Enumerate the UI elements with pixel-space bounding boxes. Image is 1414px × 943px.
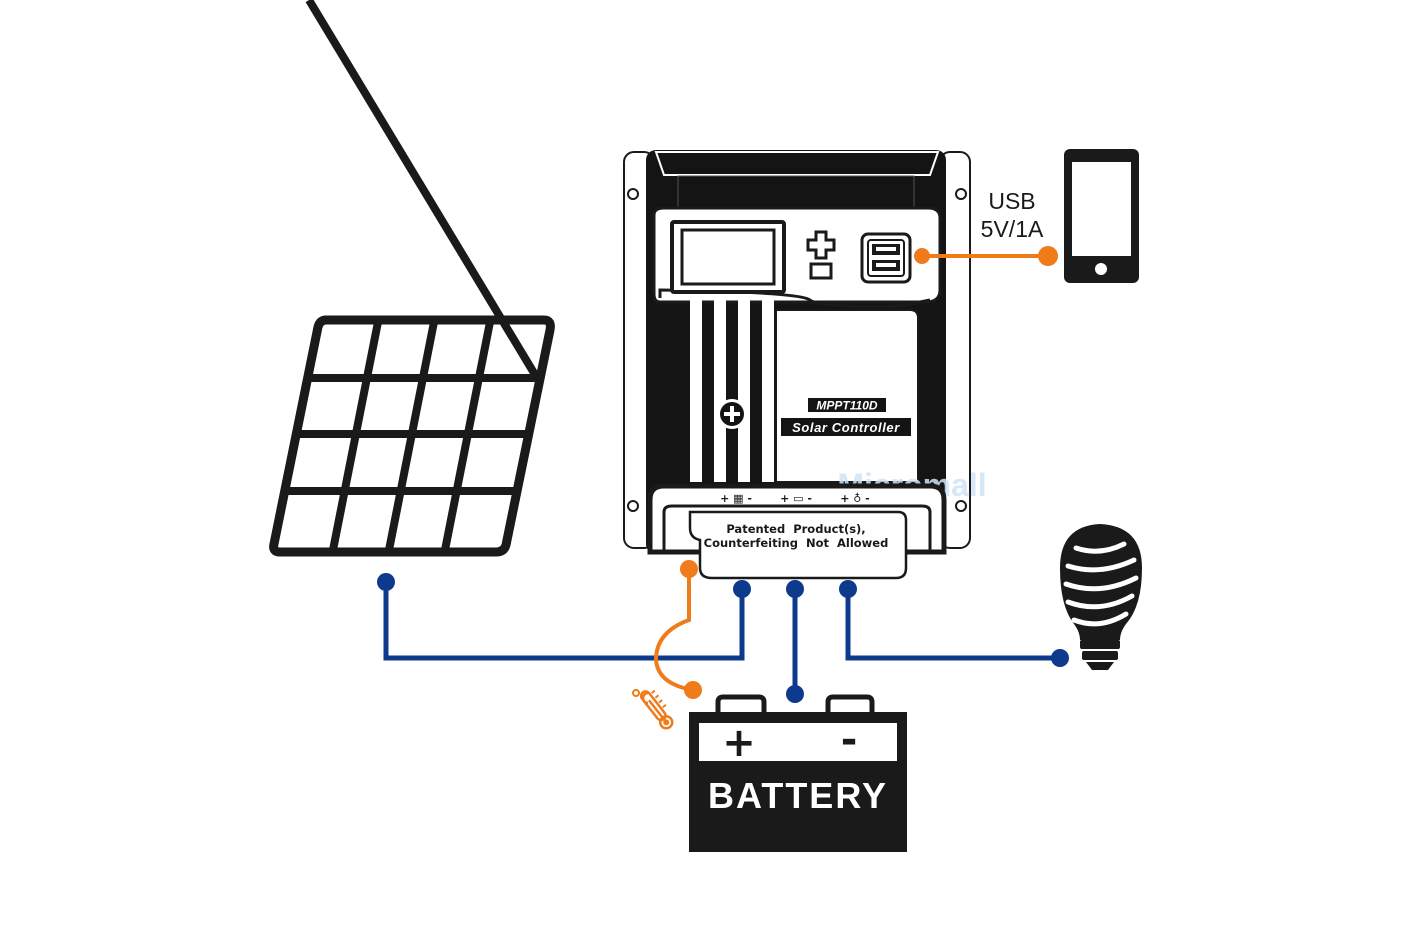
usb-label: USB <box>988 188 1035 214</box>
patent-notice-line2: Counterfeiting Not Allowed <box>704 536 889 550</box>
usb-rating-label: 5V/1A <box>981 216 1044 242</box>
load-terminal-label: + ♁ - <box>840 492 870 505</box>
usb-output: USB 5V/1A <box>914 188 1058 266</box>
light-bulb-icon <box>1060 524 1142 670</box>
wiring <box>377 560 1069 703</box>
battery-plus-sign: + <box>722 720 756 766</box>
temperature-sensor-icon <box>639 689 674 730</box>
pv-terminal-label: + ▦ - <box>720 492 752 505</box>
charge-controller-icon: MPPT110D Solar Controller Micromall + ▦ … <box>623 150 987 580</box>
solar-panel-icon <box>269 0 555 557</box>
smartphone-icon <box>1064 149 1139 283</box>
pv-wire <box>383 582 745 661</box>
controller-name: Solar Controller <box>792 420 900 435</box>
battery-minus-sign: - <box>841 717 858 763</box>
degree-celsius-icon <box>632 689 649 705</box>
battery-label: BATTERY <box>708 775 888 816</box>
load-wire <box>845 589 1060 661</box>
temperature-sensor-wire <box>653 569 694 692</box>
battery-terminal-label: + ▭ - <box>780 492 812 505</box>
battery-icon: + - BATTERY <box>689 694 907 852</box>
controller-model: MPPT110D <box>816 399 877 413</box>
patent-notice-line1: Patented Product(s), <box>726 522 865 536</box>
